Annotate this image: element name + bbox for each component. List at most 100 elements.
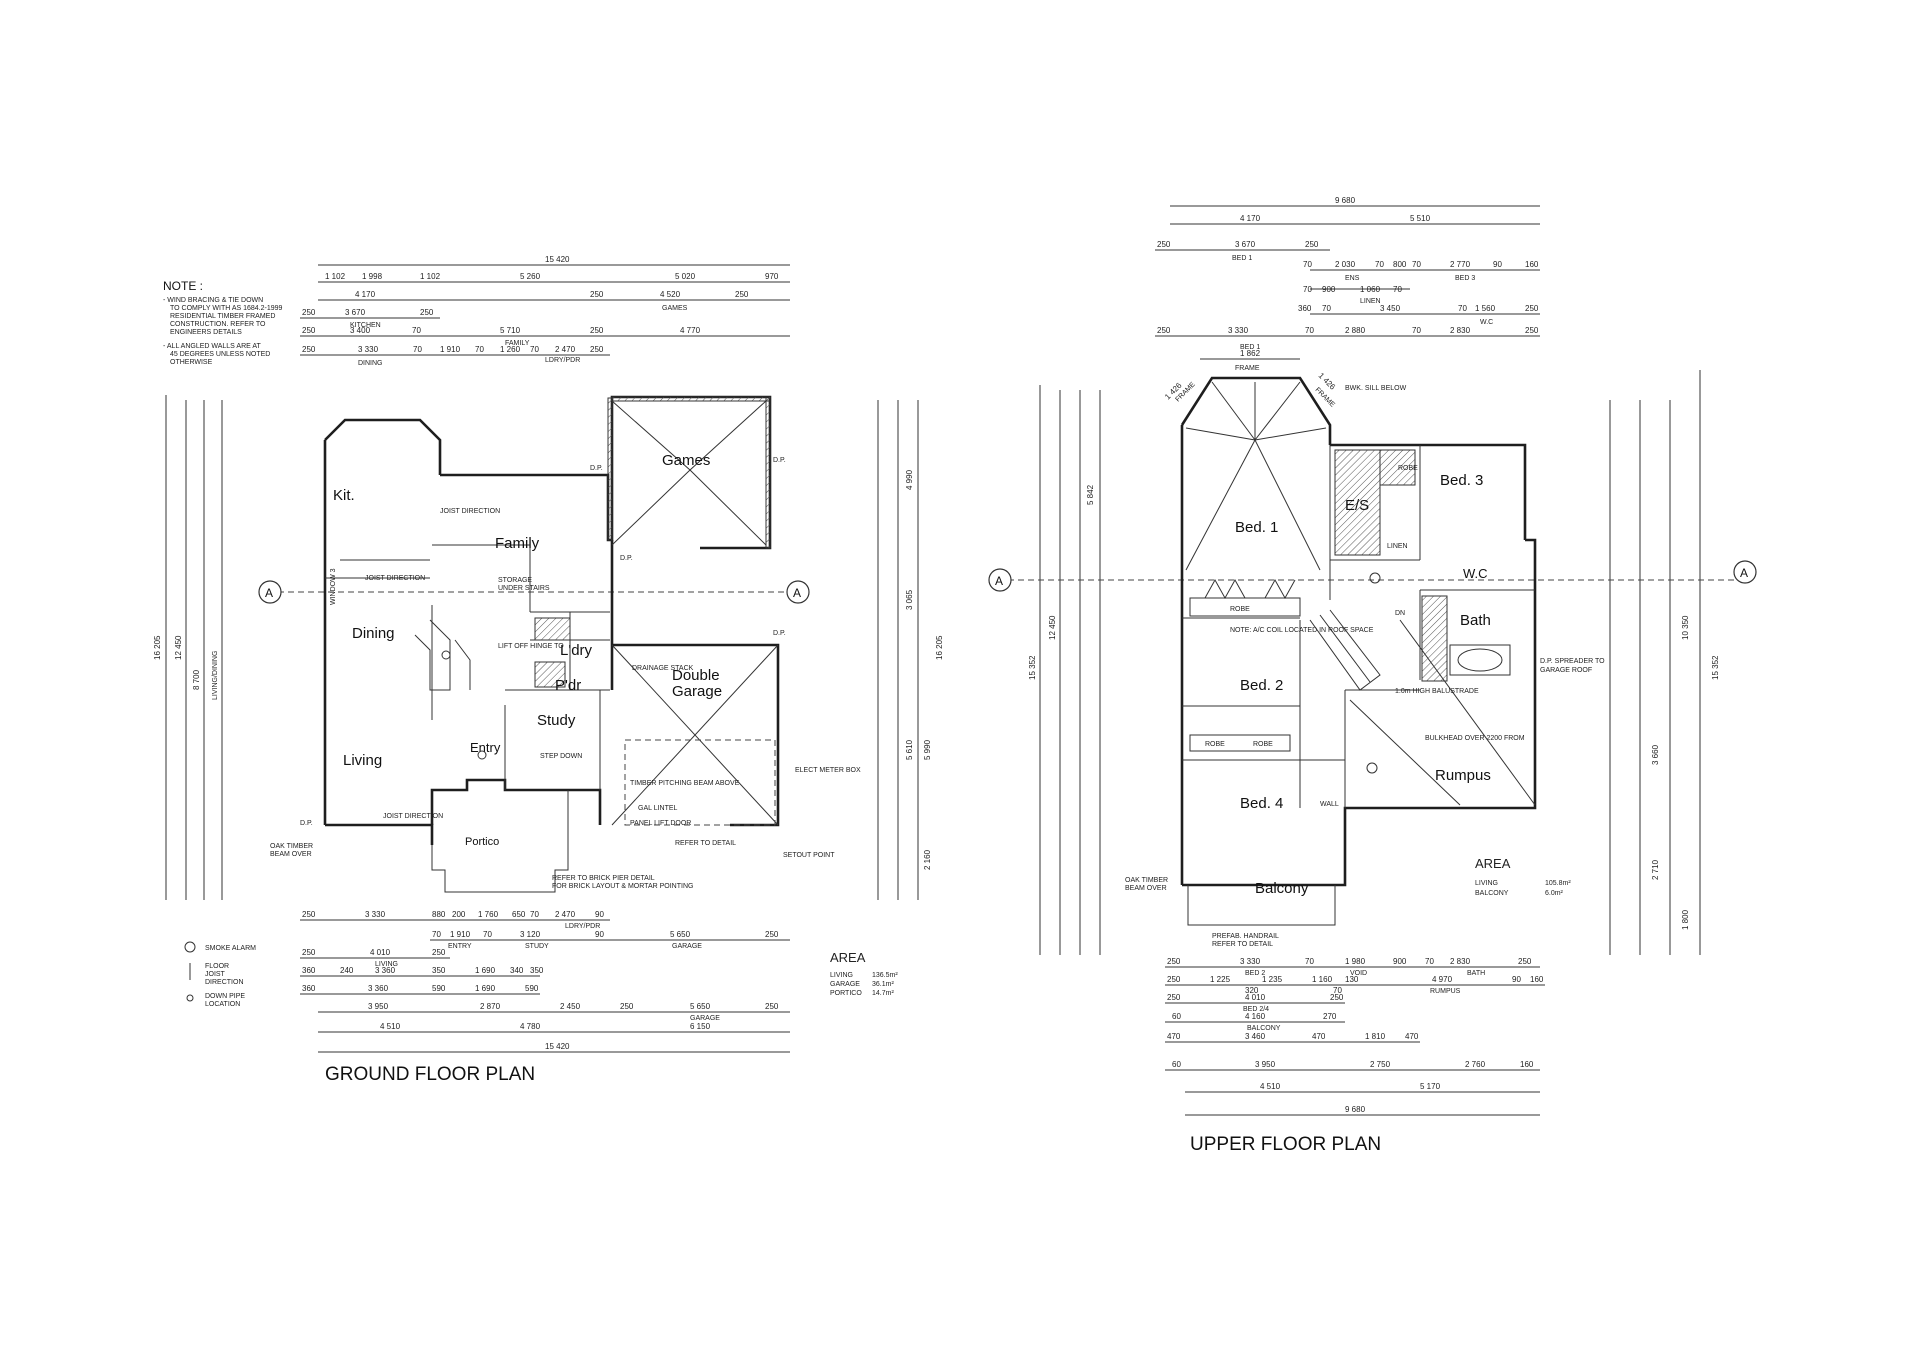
dim: 2 470: [555, 910, 576, 919]
note-dn: DN: [1395, 610, 1405, 617]
dim-overall-right: 15 352: [1711, 655, 1720, 680]
dim: 900: [1393, 957, 1407, 966]
room-double-garage-2: Garage: [672, 683, 722, 700]
dim: 250: [590, 290, 604, 299]
note-gal-lintel: GAL LINTEL: [638, 805, 678, 812]
dim-label: BED 2: [1245, 970, 1265, 977]
dim: 160: [1525, 260, 1539, 269]
dim: 12 450: [174, 635, 183, 660]
note-drainage: DRAINAGE STACK: [632, 665, 694, 672]
dim-label: LINEN: [1360, 298, 1381, 305]
dim: 3 670: [1235, 240, 1256, 249]
dim: 250: [765, 930, 779, 939]
dim-label: VOID: [1350, 970, 1367, 977]
dim: 1 800: [1681, 909, 1690, 930]
dim: 70: [1303, 260, 1312, 269]
dim: 1 690: [475, 984, 496, 993]
note-robe: ROBE: [1230, 606, 1250, 613]
dim: 360: [302, 966, 316, 975]
dim: 900: [1322, 285, 1336, 294]
dim: 60: [1172, 1060, 1181, 1069]
dim: 4 970: [1432, 975, 1453, 984]
section-label: A: [793, 586, 801, 600]
area-label: GARAGE: [830, 981, 860, 988]
dim: 650: [512, 910, 526, 919]
note-dp-spreader: D.P. SPREADER TO: [1540, 658, 1605, 665]
dim-overall-left: 16 205: [153, 635, 162, 660]
dim: 250: [1157, 240, 1171, 249]
note-balustrade: 1.0m HIGH BALUSTRADE: [1395, 688, 1479, 695]
dim-overall-top: 9 680: [1335, 196, 1356, 205]
dim: 250: [765, 1002, 779, 1011]
note-brick-layout: FOR BRICK LAYOUT & MORTAR POINTING: [552, 883, 693, 890]
dim: 2 160: [923, 849, 932, 870]
note-refer-detail: REFER TO DETAIL: [1212, 941, 1273, 948]
legend-joist: JOIST: [205, 971, 226, 978]
legend-down-pipe: DOWN PIPE: [205, 993, 245, 1000]
upper-area: AREA LIVING 105.8m² BALCONY 6.0m²: [1475, 856, 1571, 897]
dim-label: LDRY/PDR: [545, 357, 580, 364]
dim: 2 750: [1370, 1060, 1391, 1069]
dim: 5 650: [670, 930, 691, 939]
dim: 2 870: [480, 1002, 501, 1011]
dim: 250: [1167, 957, 1181, 966]
note-meter-box: ELECT METER BOX: [795, 767, 861, 774]
ground-floor-plan: NOTE : - WIND BRACING & TIE DOWN TO COMP…: [153, 255, 944, 1085]
note-line: - WIND BRACING & TIE DOWN: [163, 297, 263, 304]
note-line: ENGINEERS DETAILS: [170, 329, 242, 336]
dim-label: KITCHEN: [350, 322, 381, 329]
dim: 1 810: [1365, 1032, 1386, 1041]
room-bed4: Bed. 4: [1240, 795, 1283, 812]
dim-overall-top: 15 420: [545, 255, 570, 264]
note-handrail: PREFAB. HANDRAIL: [1212, 933, 1279, 940]
dim: 3 120: [520, 930, 541, 939]
dim: 1 225: [1210, 975, 1231, 984]
note-setout: SETOUT POINT: [783, 852, 835, 859]
note-line: - ALL ANGLED WALLS ARE AT: [163, 343, 262, 350]
dim: 70: [432, 930, 441, 939]
dim: 470: [1312, 1032, 1326, 1041]
note-garage-roof: GARAGE ROOF: [1540, 667, 1592, 674]
ground-bottom-dimensions: 250 3 330 880 200 1 760 650 70 2 470 90 …: [300, 910, 790, 1053]
note-line: CONSTRUCTION. REFER TO: [170, 321, 266, 328]
dim-label: GAMES: [662, 305, 688, 312]
dim: 250: [735, 290, 749, 299]
dim: 590: [525, 984, 539, 993]
upper-annotations: ROBE ROBE ROBE ROBE LINEN DN WALL NOTE: …: [1125, 465, 1605, 948]
dim-label: FAMILY: [505, 340, 530, 347]
note-robe: ROBE: [1253, 741, 1273, 748]
dim: 4 010: [370, 948, 391, 957]
dim: 3 660: [1651, 744, 1660, 765]
room-games: Games: [662, 452, 710, 469]
upper-floor-plan: 9 680 4 170 5 510 250 3 670 250 BED 1 70…: [988, 196, 1757, 1155]
dim: 12 450: [1048, 615, 1057, 640]
dim: 360: [302, 984, 316, 993]
dim: 250: [302, 948, 316, 957]
dim: 70: [412, 326, 421, 335]
section-label: A: [1740, 566, 1748, 580]
note-brick-pier: REFER TO BRICK PIER DETAIL: [552, 875, 655, 882]
note-timber-pitching: TIMBER PITCHING BEAM ABOVE: [630, 780, 740, 787]
dim: 70: [1333, 986, 1342, 995]
legend-direction: DIRECTION: [205, 979, 244, 986]
dim: 70: [1458, 304, 1467, 313]
room-ldry: L'dry: [560, 642, 593, 659]
dim: 3 330: [1228, 326, 1249, 335]
down-pipe-icon: [186, 994, 194, 1002]
dim: 1 102: [325, 272, 346, 281]
ground-left-dimensions: 16 205 12 450 8 700 LIVING/DINING: [153, 395, 223, 900]
ground-room-labels: Kit. Family Games Dining L'dry P'dr Stud…: [333, 452, 722, 848]
area-label: BALCONY: [1475, 890, 1509, 897]
note-beam-over: BEAM OVER: [270, 851, 312, 858]
dim: 70: [1412, 326, 1421, 335]
section-marker-right: [786, 580, 810, 604]
dim: 130: [1345, 975, 1359, 984]
dim: 2 470: [555, 345, 576, 354]
dim: 70: [413, 345, 422, 354]
dim: 250: [302, 308, 316, 317]
dim: 4 160: [1245, 1012, 1266, 1021]
upper-left-dimensions: 15 352 12 450 5 842: [1028, 385, 1101, 955]
room-pdr: P'dr: [555, 677, 581, 694]
room-bath: Bath: [1460, 612, 1491, 629]
room-living: Living: [343, 752, 382, 769]
